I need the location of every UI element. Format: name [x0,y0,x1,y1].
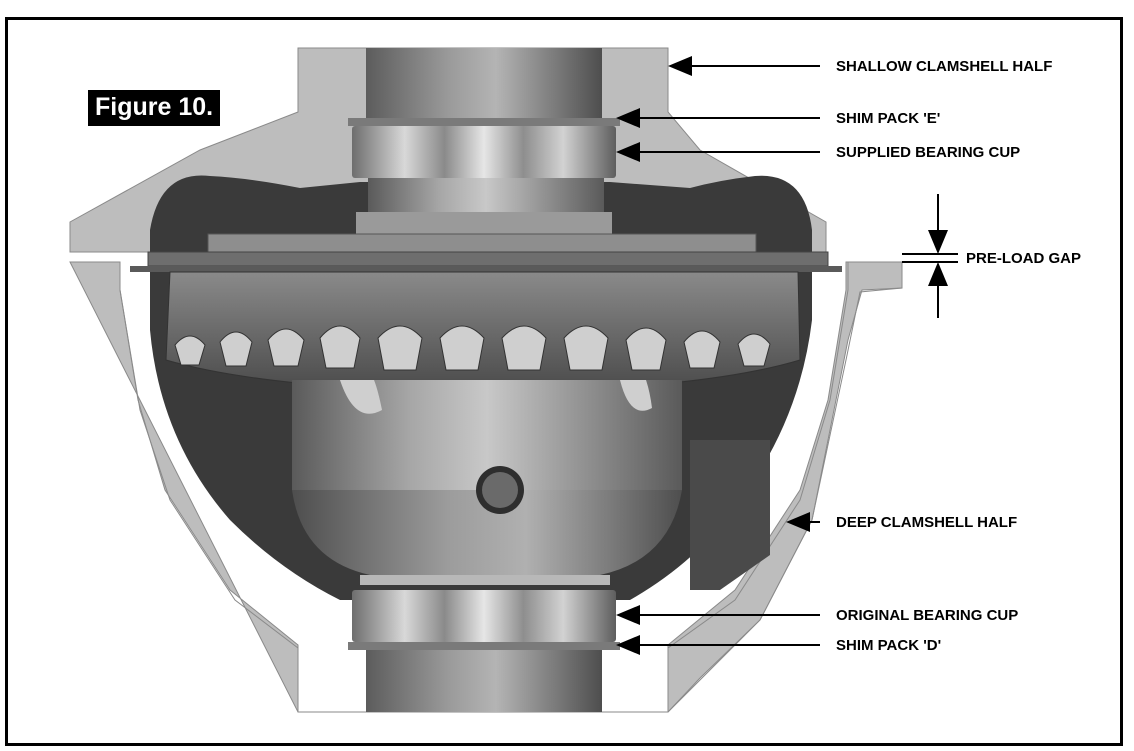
supplied-bearing-cup [352,126,616,178]
label-supplied-bearing-cup: SUPPLIED BEARING CUP [836,144,1021,161]
upper-shaft [366,48,602,122]
label-shim-pack-d: SHIM PACK 'D' [836,637,942,654]
label-shallow-clamshell-half: SHALLOW CLAMSHELL HALF [836,58,1053,75]
original-bearing-cup [352,590,616,642]
figure-title: Figure 10. [88,90,221,126]
label-deep-clamshell-half: DEEP CLAMSHELL HALF [836,514,1018,531]
ring-gear-flange [207,233,757,253]
ring-gear-teeth [174,325,771,371]
differential-sphere [292,490,682,575]
callout-leaders [616,56,958,655]
shim-pack-d [348,642,620,650]
upper-bearing-race [368,178,604,212]
label-shim-pack-e: SHIM PACK 'E' [836,110,941,127]
label-original-bearing-cup: ORIGINAL BEARING CUP [836,607,1019,624]
shim-pack-e [348,118,620,126]
label-pre-load-gap: PRE-LOAD GAP [966,250,1082,267]
lower-shaft [366,645,602,712]
